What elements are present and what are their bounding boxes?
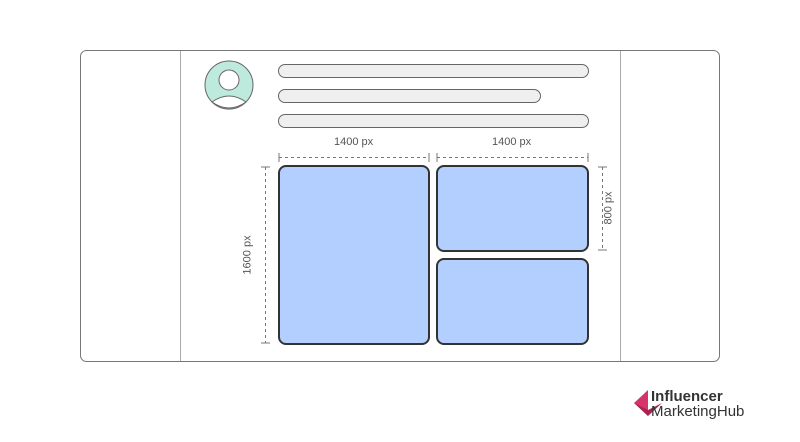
right-height-label: 800 px bbox=[602, 191, 615, 225]
logo-icon bbox=[634, 390, 662, 416]
tall-image-tile bbox=[278, 165, 430, 345]
text-line-placeholder bbox=[278, 64, 589, 78]
logo-text-line2: MarketingHub bbox=[651, 403, 745, 420]
avatar bbox=[204, 60, 254, 110]
bottom-right-image-tile bbox=[436, 258, 589, 345]
right-width-label: 1400 px bbox=[492, 136, 532, 148]
text-line-placeholder bbox=[278, 114, 589, 128]
left-height-label: 1600 px bbox=[241, 235, 254, 275]
left-width-label: 1400 px bbox=[334, 136, 374, 148]
logo-text-line1: Influencer bbox=[651, 388, 723, 405]
top-right-image-tile bbox=[436, 165, 589, 252]
text-line-placeholder bbox=[278, 89, 541, 103]
dimension-lines bbox=[265, 157, 603, 343]
